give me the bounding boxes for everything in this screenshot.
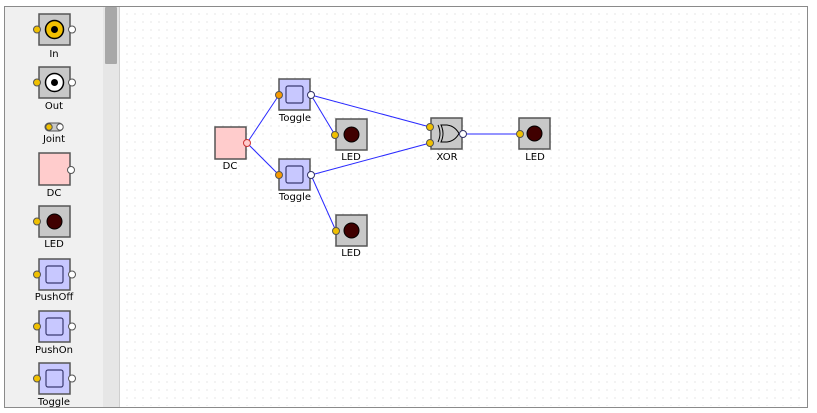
palette-item-pushoff[interactable] — [33, 258, 76, 291]
wires — [246, 94, 520, 232]
led-icon — [343, 222, 360, 239]
scrollbar-thumb[interactable] — [105, 7, 117, 64]
wire-toggle-top-led[interactable] — [310, 94, 336, 136]
palette-item-joint[interactable] — [44, 122, 64, 132]
toggle-bottom-input-pin[interactable] — [275, 171, 283, 179]
led-top-label: LED — [341, 152, 361, 163]
wire-dc-toggle-top[interactable] — [246, 94, 280, 144]
led-icon — [526, 125, 543, 142]
palette-item-pushon[interactable] — [33, 310, 76, 343]
palette-item-dc[interactable] — [38, 152, 75, 186]
xor-input-a-pin[interactable] — [426, 123, 434, 131]
palette-label-out: Out — [44, 101, 64, 112]
wire-toggle-bottom-xor[interactable] — [310, 142, 431, 176]
push-off-icon — [45, 265, 64, 284]
input-icon — [44, 19, 65, 40]
dc-source-icon — [38, 152, 71, 186]
wire-toggle-bottom-led[interactable] — [310, 174, 337, 232]
palette-icons — [33, 13, 76, 395]
palette-label-pushoff: PushOff — [34, 292, 74, 303]
led-output-label: LED — [525, 152, 545, 163]
led-top[interactable] — [331, 118, 368, 151]
toggle-top-label: Toggle — [278, 113, 312, 124]
wire-dc-toggle-bottom[interactable] — [246, 142, 280, 176]
toggle-top-input-pin[interactable] — [275, 91, 283, 99]
toggle-icon — [45, 369, 64, 388]
palette-item-led[interactable] — [33, 205, 71, 238]
joint-icon — [44, 122, 64, 132]
xor-label: XOR — [436, 152, 458, 163]
xor-gate-icon — [437, 124, 460, 143]
output-icon — [44, 72, 65, 93]
led-bottom[interactable] — [332, 214, 368, 247]
dc-label: DC — [222, 161, 238, 172]
component-palette: In Out Joint DC LED PushOff PushOn Toggl… — [5, 7, 104, 407]
toggle-bottom-output-pin[interactable] — [307, 171, 315, 179]
toggle-top[interactable] — [275, 78, 315, 111]
push-on-icon — [45, 317, 64, 336]
circuit-canvas[interactable] — [120, 7, 806, 406]
palette-item-out[interactable] — [33, 66, 76, 99]
palette-label-pushon: PushOn — [35, 345, 73, 356]
toggle-icon — [285, 85, 304, 104]
palette-label-led: LED — [44, 239, 64, 250]
led-bottom-input-pin[interactable] — [332, 227, 340, 235]
toggle-top-output-pin[interactable] — [307, 91, 315, 99]
led-icon — [343, 126, 360, 143]
palette-scrollbar[interactable] — [103, 7, 120, 407]
led-output[interactable] — [516, 117, 551, 150]
xor-output-pin[interactable] — [459, 130, 467, 138]
palette-label-toggle: Toggle — [37, 397, 71, 407]
palette-label-in: In — [49, 49, 59, 60]
xor-gate[interactable] — [426, 117, 467, 150]
led-top-input-pin[interactable] — [331, 131, 339, 139]
led-bottom-label: LED — [341, 248, 361, 259]
dc-output-pin[interactable] — [243, 139, 251, 147]
wire-toggle-top-xor[interactable] — [310, 94, 431, 128]
xor-input-b-pin[interactable] — [426, 139, 434, 147]
dc-source[interactable] — [214, 126, 251, 160]
palette-label-dc: DC — [46, 188, 62, 199]
toggle-icon — [285, 165, 304, 184]
led-icon — [46, 213, 63, 230]
led-output-input-pin[interactable] — [516, 130, 524, 138]
palette-item-toggle[interactable] — [33, 362, 76, 395]
toggle-bottom[interactable] — [275, 158, 315, 191]
palette-label-joint: Joint — [42, 134, 66, 145]
toggle-bottom-label: Toggle — [278, 192, 312, 203]
palette-item-in[interactable] — [33, 13, 76, 46]
